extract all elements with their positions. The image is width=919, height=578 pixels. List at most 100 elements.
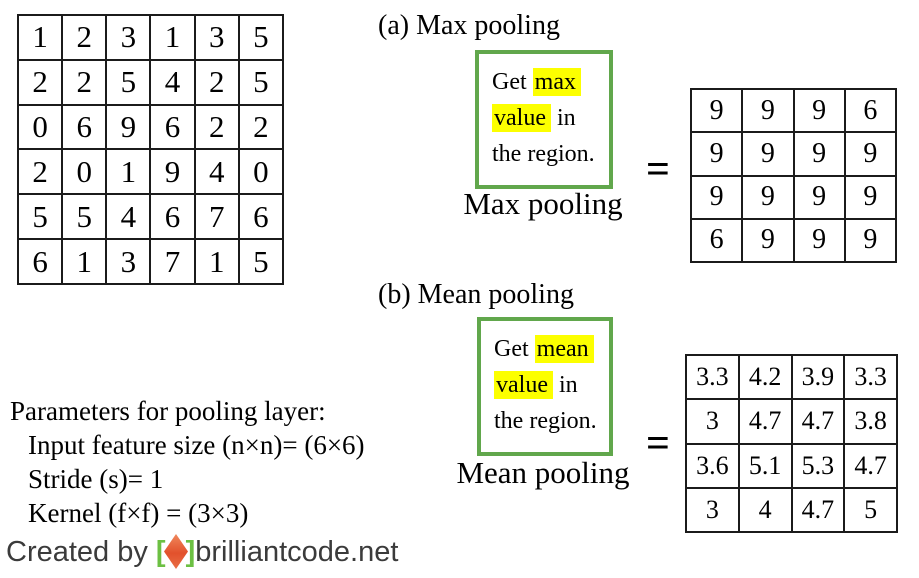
matrix-cell: 9 — [792, 131, 846, 177]
matrix-cell: 3.3 — [685, 353, 740, 401]
instruction-line: value in — [494, 367, 609, 403]
mean-instruction-box: Get mean value in the region. — [477, 317, 613, 456]
matrix-cell: 3 — [105, 238, 152, 285]
matrix-cell: 5 — [105, 58, 152, 106]
highlight-max: max — [532, 68, 581, 96]
matrix-cell: 1 — [193, 238, 240, 285]
highlight-mean: mean — [534, 335, 594, 363]
parameter-line-input-size: Input feature size (n×n)= (6×6) — [28, 430, 365, 460]
matrix-cell: 3 — [193, 14, 240, 61]
matrix-cell: 9 — [792, 87, 846, 134]
matrix-cell: 9 — [792, 217, 846, 264]
matrix-cell: 9 — [741, 217, 795, 264]
matrix-cell: 3 — [685, 486, 740, 534]
matrix-cell: 6 — [237, 193, 285, 241]
matrix-cell: 5 — [237, 14, 285, 61]
matrix-cell: 3.6 — [685, 442, 740, 489]
matrix-cell: 9 — [741, 131, 795, 177]
matrix-cell: 1 — [149, 14, 196, 61]
logo-bracket-close: ] — [185, 536, 196, 568]
matrix-cell: 9 — [741, 87, 795, 134]
matrix-cell: 6 — [61, 103, 108, 151]
matrix-cell: 3.9 — [790, 353, 846, 401]
matrix-cell: 2 — [193, 103, 240, 151]
instruction-line: Get mean — [494, 331, 609, 367]
matrix-cell: 9 — [689, 131, 744, 177]
matrix-cell: 4 — [105, 193, 152, 241]
matrix-cell: 9 — [105, 103, 152, 151]
matrix-cell: 5 — [16, 193, 64, 241]
instruction-text: the region. — [492, 141, 595, 167]
matrix-cell: 2 — [61, 58, 108, 106]
instruction-text: in — [552, 372, 578, 398]
matrix-cell: 9 — [689, 87, 744, 134]
equals-sign-max: = — [646, 147, 670, 193]
matrix-cell: 4.7 — [737, 398, 793, 445]
matrix-cell: 2 — [193, 58, 240, 106]
site-name: brilliantcode.net — [195, 536, 399, 568]
footer-credit: Created by []brilliantcode.net — [6, 533, 398, 570]
section-b-heading: (b) Mean pooling — [378, 279, 574, 310]
instruction-line: Get max — [492, 64, 609, 100]
matrix-cell: 9 — [741, 174, 795, 220]
max-pooling-label: Max pooling — [463, 186, 623, 221]
equals-sign-mean: = — [646, 421, 670, 467]
instruction-line: value in — [492, 100, 609, 136]
matrix-cell: 9 — [843, 217, 898, 264]
matrix-cell: 5 — [843, 486, 898, 534]
matrix-cell: 7 — [149, 238, 196, 285]
matrix-cell: 5.1 — [737, 442, 793, 489]
matrix-cell: 1 — [105, 148, 152, 196]
matrix-cell: 2 — [61, 14, 108, 61]
instruction-text: the region. — [494, 408, 597, 434]
matrix-cell: 6 — [689, 217, 744, 264]
matrix-cell: 3 — [105, 14, 152, 61]
matrix-cell: 6 — [843, 87, 898, 134]
matrix-cell: 6 — [16, 238, 64, 285]
logo-bracket-open: [ — [155, 536, 166, 568]
highlight-value: value — [492, 104, 551, 132]
matrix-cell: 4 — [737, 486, 793, 534]
matrix-cell: 9 — [792, 174, 846, 220]
instruction-text: Get — [494, 336, 535, 362]
parameters-block: Parameters for pooling layer: Input feat… — [10, 394, 365, 530]
matrix-cell: 9 — [689, 174, 744, 220]
instruction-line: the region. — [494, 403, 609, 439]
matrix-cell: 9 — [843, 174, 898, 220]
matrix-cell: 4 — [149, 58, 196, 106]
parameters-title: Parameters for pooling layer: — [10, 396, 326, 426]
matrix-cell: 1 — [16, 14, 64, 61]
instruction-text: Get — [492, 69, 533, 95]
matrix-cell: 3.8 — [843, 398, 898, 445]
matrix-cell: 4.7 — [843, 442, 898, 489]
instruction-text: in — [550, 105, 576, 131]
instruction-line: the region. — [492, 136, 609, 172]
matrix-cell: 7 — [193, 193, 240, 241]
parameter-line-kernel: Kernel (f×f) = (3×3) — [28, 498, 249, 528]
matrix-cell: 2 — [16, 148, 64, 196]
matrix-cell: 2 — [16, 58, 64, 106]
matrix-cell: 4.7 — [790, 486, 846, 534]
max-instruction-box: Get max value in the region. — [475, 50, 613, 189]
matrix-cell: 4.2 — [737, 353, 793, 401]
brilliantcode-diamond-icon — [163, 533, 189, 570]
matrix-cell: 6 — [149, 193, 196, 241]
matrix-cell: 4.7 — [790, 398, 846, 445]
matrix-cell: 5.3 — [790, 442, 846, 489]
matrix-cell: 9 — [843, 131, 898, 177]
